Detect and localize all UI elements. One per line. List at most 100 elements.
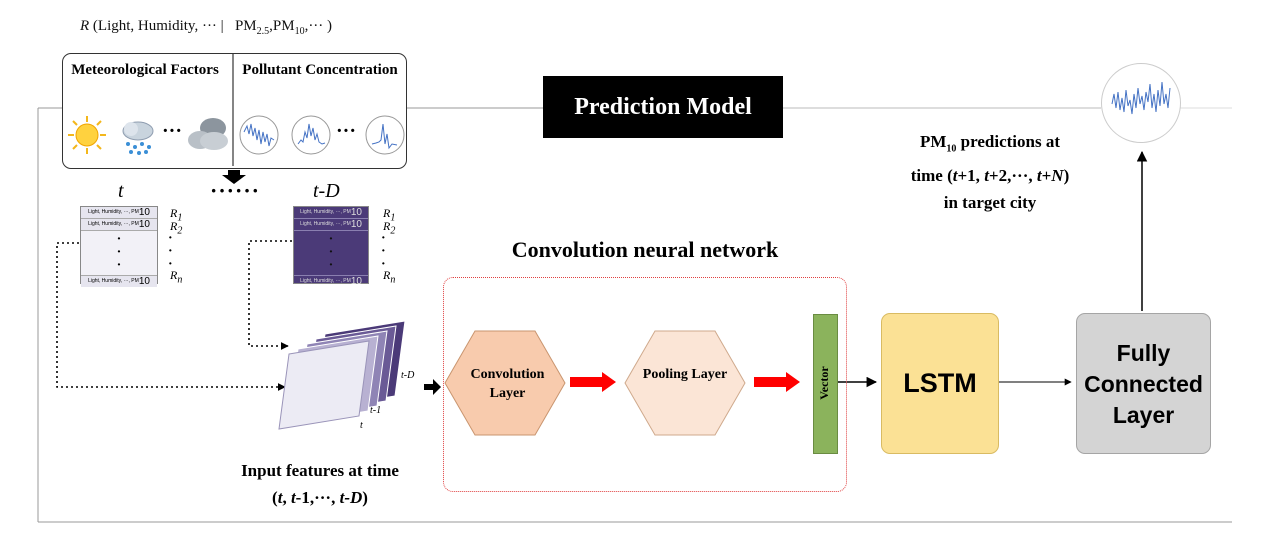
- r1: R: [383, 206, 391, 220]
- factor-box: [62, 53, 407, 169]
- table-row: Light, Humidity, ···, PM10: [81, 275, 157, 287]
- rn: R: [170, 268, 178, 282]
- convolution-layer-label: Convolution Layer: [470, 367, 545, 401]
- row-text: Light, Humidity, ···, PM: [300, 209, 351, 215]
- table-row: Light, Humidity, ···, PM10: [294, 219, 368, 231]
- output-line2-d: +: [1041, 166, 1052, 186]
- formula-pm10-sub: 10: [294, 26, 305, 37]
- dotted-connector-right: [248, 240, 292, 350]
- convolution-layer-hexagon: [444, 330, 566, 436]
- ic-td-rest: -D: [344, 488, 363, 507]
- r-dots-left: ···: [168, 231, 173, 272]
- rn-label-right: Rn: [383, 268, 395, 285]
- rn-sub: n: [177, 274, 183, 286]
- r2: R: [170, 219, 178, 233]
- output-line2-b: +1,: [957, 166, 985, 186]
- pooling-layer-label: Pooling Layer: [642, 367, 728, 382]
- output-series-icon: [1111, 81, 1171, 115]
- vector-bar: [813, 314, 838, 454]
- r1-label-right: R1: [383, 206, 395, 223]
- output-series-circle: [1101, 63, 1181, 143]
- input-caption-line-2: (t, t-1,···, t-D): [200, 484, 440, 511]
- ic-t1: t: [290, 488, 296, 507]
- ic-td: t: [339, 488, 345, 507]
- fc-line-1: Fully: [1116, 340, 1171, 366]
- tables-dots: ······: [210, 178, 261, 203]
- table-row: Light, Humidity, ···, PM10: [81, 207, 157, 219]
- row-sub: 10: [350, 276, 362, 287]
- r2: R: [383, 219, 391, 233]
- meteorological-title: Meteorological Factors: [71, 62, 219, 78]
- time-label-t: t: [118, 180, 124, 202]
- stack-label-td: t-D: [401, 370, 415, 381]
- ic-close: ): [362, 488, 368, 507]
- ic-t: t: [277, 488, 283, 507]
- r1-label-left: R1: [170, 206, 182, 223]
- row-sub: 10: [138, 276, 150, 287]
- r2-label-right: R2: [383, 219, 395, 236]
- row-text: Light, Humidity, ···, PM: [88, 209, 139, 215]
- r2-sub: 2: [177, 225, 183, 237]
- feature-map-stack: [278, 320, 406, 430]
- r-dots-right: ···: [381, 231, 386, 272]
- output-line1-rest: predictions at: [956, 132, 1060, 151]
- table-vertical-dots: ···: [328, 232, 334, 273]
- ic-open: (: [272, 488, 278, 507]
- conv-to-pool-arrow: [570, 372, 616, 392]
- cloud-icon: [188, 118, 228, 150]
- r1-sub: 1: [177, 212, 183, 224]
- row-sub: 10: [350, 207, 362, 218]
- formula-factors: (Light, Humidity, ··· |: [92, 18, 224, 34]
- pool-to-vector-arrow: [754, 372, 800, 392]
- fully-connected-box: Fully Connected Layer: [1076, 313, 1211, 454]
- output-line-3: in target city: [943, 193, 1037, 213]
- row-text: Light, Humidity, ···, PM: [300, 221, 351, 227]
- fc-line-3: Layer: [1112, 402, 1175, 428]
- pooling-layer-hexagon: [624, 330, 746, 436]
- met-ellipsis: ···: [162, 120, 183, 142]
- rn: R: [383, 268, 391, 282]
- input-features-caption: Input features at time (t, t-1,···, t-D): [200, 457, 440, 511]
- feature-formula: R (Light, Humidity, ··· | PM2.5,PM10,···…: [80, 18, 332, 37]
- feature-table-t: Light, Humidity, ···, PM10 Light, Humidi…: [80, 206, 158, 287]
- cnn-box: [443, 277, 847, 492]
- input-caption-line-1: Input features at time: [241, 461, 399, 480]
- stack-label-t1: t-1: [370, 405, 382, 416]
- lstm-label: LSTM: [903, 368, 977, 398]
- row-sub: 10: [138, 207, 150, 218]
- feature-table-t-d: Light, Humidity, ···, PM10 Light, Humidi…: [293, 206, 369, 287]
- pollutant-title: Pollutant Concentration: [242, 62, 398, 78]
- row-sub: 10: [138, 219, 150, 230]
- output-pm: PM: [919, 132, 947, 151]
- output-line2-a: time (: [910, 166, 953, 186]
- output-line-1: PM10 predictions at: [870, 128, 1110, 162]
- fully-connected-label: Fully Connected Layer: [1077, 338, 1210, 431]
- table-row: Light, Humidity, ···, PM10: [81, 219, 157, 231]
- factor-divider: [232, 54, 234, 166]
- output-line2-tn: t: [1036, 166, 1042, 186]
- sun-icon: [68, 116, 106, 154]
- row-text: Light, Humidity, ···, PM: [88, 221, 139, 227]
- output-line2-e: ): [1063, 166, 1070, 186]
- r1: R: [170, 206, 178, 220]
- formula-pm25: PM: [234, 18, 257, 34]
- factor-down-arrow: [222, 170, 246, 184]
- fc-line-2: Connected: [1084, 371, 1203, 397]
- rain-cloud-icon: [122, 121, 154, 155]
- rn-label-left: Rn: [170, 268, 182, 285]
- prediction-model-banner: Prediction Model: [543, 76, 783, 138]
- pollutant-series-icon: [365, 115, 405, 155]
- table-row: Light, Humidity, ···, PM10: [294, 275, 368, 287]
- ic-mid: ,: [282, 488, 291, 507]
- pollutant-series-icon: [291, 115, 331, 155]
- dotted-connector-left: [56, 242, 286, 391]
- output-line2-n: N: [1051, 166, 1064, 186]
- output-line2-t2: t: [984, 166, 989, 186]
- table-vertical-dots: ···: [116, 232, 122, 273]
- r2-sub: 2: [390, 225, 396, 237]
- pollutant-series-icon: [239, 115, 279, 155]
- r2-label-left: R2: [170, 219, 182, 236]
- stack-label-t: t: [360, 420, 363, 431]
- formula-r: R: [80, 18, 90, 34]
